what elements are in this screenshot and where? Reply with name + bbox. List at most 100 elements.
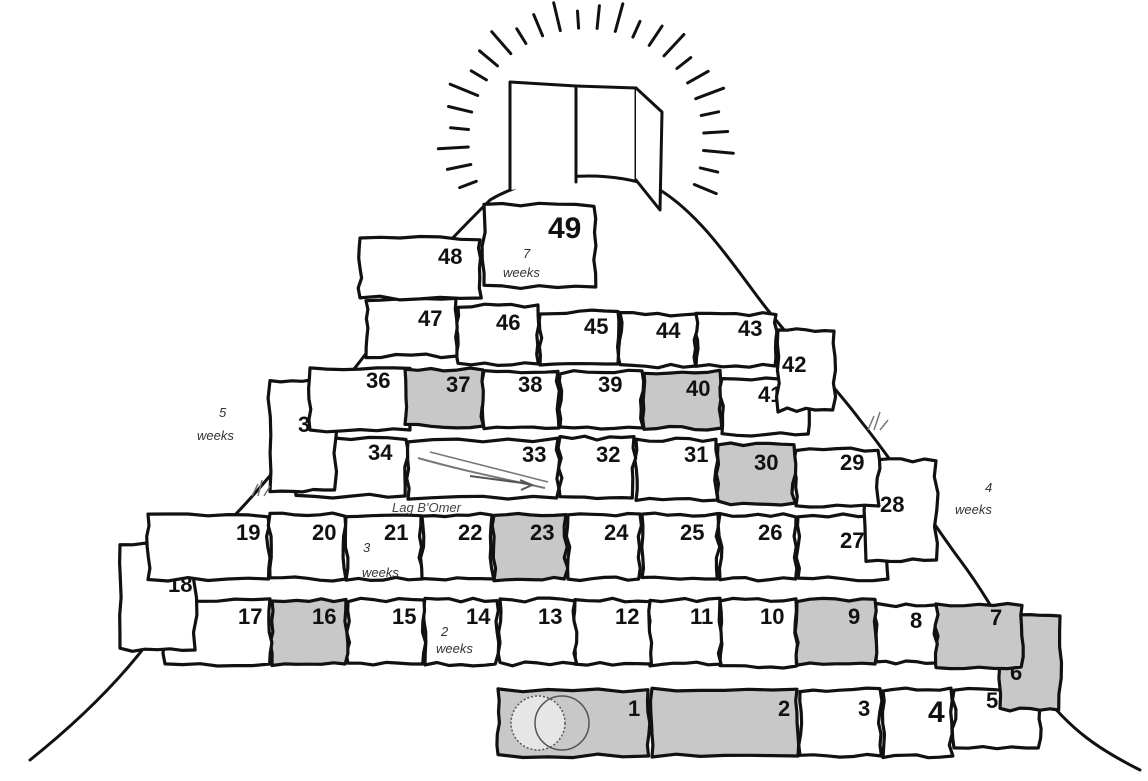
stone-number: 16 — [312, 604, 336, 629]
glow-ray — [696, 88, 724, 99]
stone-number: 8 — [910, 608, 922, 633]
stone-shape — [720, 598, 797, 668]
stone-45: 45 — [539, 310, 619, 365]
stone-shape — [695, 313, 777, 368]
stone-48: 48 — [358, 237, 481, 300]
stone-13: 13 — [498, 598, 577, 666]
stone-number: 12 — [615, 604, 639, 629]
stone-shape — [795, 598, 877, 665]
grass-tuft-right — [868, 412, 888, 430]
stone-number: 21 — [384, 520, 408, 545]
glow-ray — [633, 21, 640, 37]
stone-number: 39 — [598, 372, 622, 397]
stone-24: 24 — [566, 514, 641, 581]
stone-number: 3 — [858, 696, 870, 721]
stone-12: 12 — [573, 598, 651, 665]
stone-33: 33 — [407, 438, 560, 499]
stone-number: 38 — [518, 372, 542, 397]
stone-number: 17 — [238, 604, 262, 629]
stone-number: 33 — [522, 442, 546, 467]
stone-2: 2 — [651, 688, 799, 757]
stone-31: 31 — [635, 438, 718, 501]
stone-16: 16 — [270, 599, 348, 666]
week-note-count: 4 — [985, 480, 992, 495]
glow-ray — [460, 181, 477, 187]
stone-number: 49 — [548, 212, 581, 245]
glow-ray — [554, 3, 561, 31]
stone-22: 22 — [421, 513, 494, 580]
week-note-unit: weeks — [436, 641, 473, 656]
week-note-count: 2 — [440, 624, 449, 639]
stone-32: 32 — [558, 436, 636, 498]
stone-number: 2 — [778, 696, 790, 721]
glow-ray — [649, 26, 662, 45]
stone-number: 44 — [656, 318, 681, 343]
stone-43: 43 — [695, 313, 777, 368]
stone-number: 45 — [584, 314, 608, 339]
glow-ray — [447, 165, 470, 170]
stone-number: 26 — [758, 520, 782, 545]
stone-1: 1 — [497, 689, 650, 758]
week-note-unit: weeks — [955, 502, 992, 517]
week-note-count: 5 — [219, 405, 227, 420]
stone-number: 4 — [928, 696, 945, 729]
stone-shape — [358, 237, 481, 300]
glow-ray — [480, 51, 498, 66]
week-note-unit: weeks — [503, 265, 540, 280]
glow-ray — [534, 15, 543, 36]
stone-7: 7 — [935, 604, 1024, 669]
stone-shape — [573, 598, 651, 665]
stone-30: 30 — [716, 443, 796, 505]
stone-8: 8 — [874, 603, 938, 664]
stone-number: 10 — [760, 604, 784, 629]
stone-25: 25 — [642, 513, 720, 579]
stone-number: 25 — [680, 520, 704, 545]
stone-number: 37 — [446, 372, 470, 397]
week-note-4: 4 weeks — [955, 480, 992, 517]
stone-number: 5 — [986, 688, 998, 713]
stone-number: 19 — [236, 520, 260, 545]
glow-ray — [450, 84, 478, 95]
stone-9: 9 — [795, 598, 877, 665]
stone-shape — [794, 448, 880, 507]
glow-ray — [492, 32, 511, 54]
stone-number: 15 — [392, 604, 416, 629]
stone-shape — [366, 298, 457, 357]
glow-ray — [664, 35, 684, 56]
glow-ray — [704, 132, 728, 134]
week-note-count: 3 — [363, 540, 371, 555]
stone-38: 38 — [482, 371, 559, 429]
stone-number: 24 — [604, 520, 629, 545]
stone-number: 29 — [840, 450, 864, 475]
stone-number: 36 — [366, 368, 390, 393]
glow-ray — [704, 151, 734, 154]
stone-shape — [651, 688, 799, 757]
stone-42: 42 — [777, 329, 836, 412]
stone-shape — [874, 603, 938, 664]
glow-ray — [597, 6, 599, 29]
stone-shape — [309, 368, 412, 432]
tablets-icon — [510, 82, 662, 210]
stone-29: 29 — [794, 448, 880, 507]
stone-3: 3 — [799, 688, 882, 757]
glow-ray — [438, 147, 468, 149]
stone-26: 26 — [718, 514, 797, 581]
glow-ray — [471, 71, 486, 80]
glow-ray — [578, 11, 579, 28]
stone-number: 32 — [596, 442, 620, 467]
glow-ray — [701, 112, 719, 116]
stone-number: 22 — [458, 520, 482, 545]
stone-20: 20 — [268, 513, 346, 581]
stone-10: 10 — [720, 598, 797, 668]
stone-number: 46 — [496, 310, 520, 335]
stone-47: 47 — [366, 298, 457, 357]
stone-number: 20 — [312, 520, 336, 545]
glow-ray — [700, 168, 717, 172]
stone-number: 31 — [684, 442, 708, 467]
stone-19: 19 — [147, 514, 270, 581]
stone-number: 47 — [418, 306, 442, 331]
week-note-unit: weeks — [362, 565, 399, 580]
stone-15: 15 — [346, 598, 426, 665]
